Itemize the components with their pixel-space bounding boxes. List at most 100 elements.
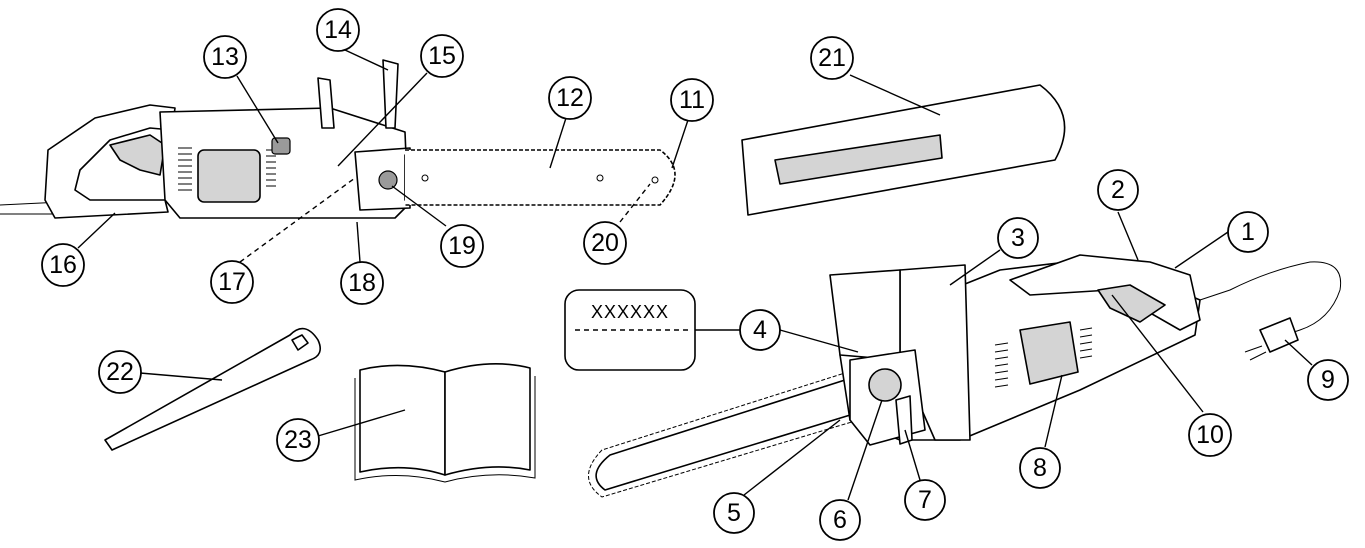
leader-6: [847, 399, 883, 501]
svg-text:18: 18: [348, 269, 376, 297]
leader-23: [317, 409, 406, 437]
callout-9: 9: [1307, 359, 1349, 401]
handle-grip-inner: [109, 134, 166, 176]
leader-5: [743, 419, 841, 496]
adjust-lever: [895, 395, 913, 445]
callout-5: 5: [713, 492, 755, 534]
leader-9: [1284, 339, 1313, 366]
leader-20: [619, 183, 651, 223]
manual-right-page: [444, 363, 531, 476]
plug-pins: [1244, 345, 1267, 361]
leader-4b: [779, 329, 859, 353]
callout-12: 12: [548, 76, 592, 120]
oil-cap: [271, 137, 291, 155]
type-label: XXXXXX: [564, 289, 696, 371]
svg-text:10: 10: [1196, 421, 1224, 449]
callout-6: 6: [819, 499, 861, 541]
housing-window-front: [1019, 321, 1079, 385]
callout-23: 23: [276, 418, 320, 462]
callout-15: 15: [420, 34, 464, 78]
callout-21: 21: [810, 36, 854, 80]
type-label-text: XXXXXX: [591, 302, 669, 322]
svg-text:1: 1: [1241, 218, 1255, 246]
manual-cover: [354, 376, 536, 483]
leader-10: [1111, 294, 1204, 413]
vent-slots: [178, 147, 276, 191]
callout-7: 7: [904, 479, 946, 521]
svg-text:19: 19: [448, 232, 476, 260]
saw-chain-front: [588, 371, 866, 498]
svg-text:16: 16: [49, 251, 77, 279]
callout-16: 16: [41, 243, 85, 287]
leader-21: [849, 74, 941, 116]
rear-handle-side: [44, 104, 176, 219]
svg-text:9: 9: [1321, 366, 1335, 394]
svg-text:7: 7: [918, 486, 932, 514]
chainsaw-perspective-view: [588, 254, 1342, 498]
bar-hole-2: [596, 174, 604, 182]
callout-2: 2: [1097, 169, 1139, 211]
leader-22: [139, 372, 223, 381]
leader-8: [1044, 374, 1063, 448]
svg-text:6: 6: [833, 506, 847, 534]
svg-text:4: 4: [753, 316, 767, 344]
bar-hole-3: [651, 176, 659, 184]
chainsaw-side-view: [0, 59, 676, 219]
chain-brake-lever: [382, 59, 399, 129]
callouts: 1 2 3 4 5 6 7 8 9 10 11 12 13 14 15 16 1…: [41, 8, 1349, 541]
leader-17: [239, 177, 356, 263]
leader-14: [344, 49, 389, 71]
svg-text:5: 5: [727, 499, 741, 527]
svg-text:8: 8: [1033, 454, 1047, 482]
housing-window: [197, 149, 261, 203]
leader-11: [671, 119, 689, 169]
callout-1: 1: [1227, 211, 1269, 253]
tension-knob-side: [378, 170, 398, 190]
svg-text:12: 12: [556, 84, 584, 112]
power-cord: [1199, 261, 1342, 336]
spanner-wrench: [104, 327, 321, 451]
leader-13: [236, 75, 279, 144]
leader-3: [949, 249, 1001, 286]
svg-text:17: 17: [218, 268, 246, 296]
cover-slot: [774, 134, 943, 185]
callout-3: 3: [997, 217, 1039, 259]
callout-8: 8: [1019, 447, 1061, 489]
leader-16: [77, 212, 116, 249]
leader-15: [337, 72, 428, 167]
svg-text:2: 2: [1111, 176, 1125, 204]
leader-1: [1174, 231, 1229, 269]
svg-text:22: 22: [106, 358, 134, 386]
wrench-hex-hole: [291, 334, 309, 351]
svg-text:20: 20: [591, 229, 619, 257]
svg-text:13: 13: [211, 43, 239, 71]
leader-7: [904, 429, 921, 481]
callout-22: 22: [98, 350, 142, 394]
vent-slots-front: [994, 327, 1093, 388]
bar-hole-1: [421, 174, 429, 182]
svg-text:14: 14: [324, 16, 352, 44]
svg-text:11: 11: [679, 86, 705, 114]
instruction-manual: [354, 363, 536, 483]
leader-19: [391, 185, 447, 227]
callout-10: 10: [1188, 413, 1232, 457]
leader-12: [549, 117, 567, 169]
svg-text:21: 21: [818, 44, 846, 72]
callout-4: 4: [739, 309, 781, 351]
callout-19: 19: [440, 224, 484, 268]
callout-14: 14: [316, 8, 360, 52]
callout-13: 13: [203, 35, 247, 79]
callout-11: 11: [670, 78, 714, 122]
callout-18: 18: [340, 261, 384, 305]
svg-text:3: 3: [1011, 224, 1025, 252]
callout-17: 17: [210, 260, 254, 304]
leader-lines: [77, 49, 1313, 501]
tension-knob-front: [868, 368, 902, 402]
svg-text:15: 15: [428, 42, 456, 70]
leader-18: [356, 221, 361, 263]
saw-chain-side: [405, 149, 676, 206]
guide-bar-front: [595, 379, 861, 491]
trigger-area: [1097, 284, 1166, 323]
